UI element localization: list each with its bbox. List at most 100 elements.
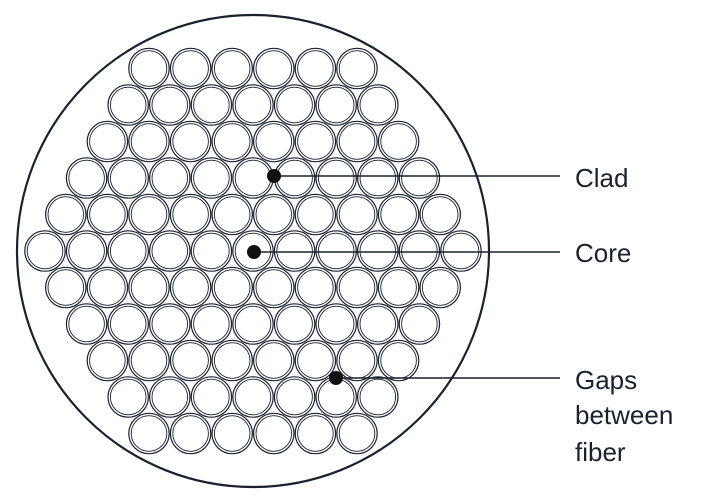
fiber-clad: [128, 339, 170, 382]
fiber-core: [172, 342, 209, 379]
fiber-clad: [398, 230, 441, 272]
fiber: [252, 47, 295, 90]
fiber: [128, 193, 170, 236]
fiber-clad: [65, 303, 108, 345]
fiber-core: [297, 50, 334, 87]
fiber-core: [255, 196, 293, 233]
fiber-clad: [315, 230, 358, 272]
fiber: [398, 157, 441, 199]
fiber-clad: [211, 47, 254, 90]
fiber: [377, 266, 420, 309]
fiber: [107, 376, 150, 418]
fiber-core: [89, 123, 126, 160]
fiber: [65, 303, 108, 345]
fiber-clad: [252, 339, 295, 382]
fiber-core: [276, 305, 313, 343]
fiber: [24, 230, 66, 272]
gaps-label-line-3: fiber: [575, 437, 626, 467]
fiber-clad: [149, 230, 191, 272]
fiber-clad: [356, 157, 399, 199]
fiber-core: [338, 196, 376, 233]
fiber-clad: [128, 412, 170, 455]
fiber-clad: [252, 412, 295, 455]
fiber-core: [109, 86, 147, 124]
fiber-clad: [377, 266, 420, 309]
fiber: [294, 47, 337, 90]
fiber-clad: [273, 230, 316, 272]
fiber-clad: [336, 47, 378, 90]
fiber: [315, 376, 358, 418]
fiber-core: [297, 342, 334, 379]
fiber-clad: [294, 47, 337, 90]
fiber: [252, 339, 295, 382]
fiber: [273, 303, 316, 345]
fiber-clad: [107, 84, 150, 126]
fiber: [377, 339, 420, 382]
fiber-clad: [190, 84, 233, 126]
fiber: [336, 266, 378, 309]
fiber-core: [109, 159, 147, 197]
fiber-core: [317, 86, 355, 124]
fiber-core: [130, 196, 168, 233]
fiber-clad: [315, 84, 358, 126]
fiber: [128, 47, 170, 90]
fiber: [294, 412, 337, 455]
fiber-clad: [169, 339, 212, 382]
fiber-clad: [128, 120, 170, 163]
fiber: [107, 157, 150, 199]
fiber: [45, 266, 87, 309]
fiber-core: [213, 342, 251, 379]
fiber-core: [68, 305, 105, 343]
fiber: [107, 303, 150, 345]
fiber-clad: [169, 193, 212, 236]
fiber-core: [401, 305, 438, 343]
fiber: [273, 376, 316, 418]
fiber-core: [255, 415, 293, 452]
fiber-core: [359, 232, 397, 270]
fiber-clad: [294, 412, 337, 455]
fiber-clad: [294, 266, 337, 309]
fiber-core: [89, 269, 126, 306]
fiber-core: [172, 269, 209, 306]
fiber-core: [151, 86, 189, 124]
fiber-clad: [294, 193, 337, 236]
fiber-core: [338, 123, 376, 160]
fiber-clad: [336, 193, 378, 236]
fiber-clad: [377, 193, 420, 236]
fiber-core: [68, 232, 105, 270]
fiber: [315, 84, 358, 126]
fiber: [377, 120, 420, 163]
fiber-core: [359, 86, 397, 124]
fiber: [336, 412, 378, 455]
fiber: [128, 412, 170, 455]
fiber-clad: [169, 266, 212, 309]
fiber: [86, 339, 129, 382]
fiber-clad: [252, 193, 295, 236]
fiber: [440, 230, 482, 272]
fiber: [232, 157, 274, 199]
fiber: [252, 412, 295, 455]
fiber: [149, 157, 191, 199]
fiber-core: [401, 232, 438, 270]
fiber-clad: [356, 376, 399, 418]
fiber: [232, 376, 274, 418]
fiber-clad: [128, 193, 170, 236]
fiber-clad: [86, 120, 129, 163]
fiber-clad: [419, 193, 462, 236]
fiber-core: [213, 123, 251, 160]
bundle-outline: [15, 13, 491, 489]
fiber: [149, 376, 191, 418]
clad-marker: [267, 169, 281, 183]
fiber: [107, 230, 150, 272]
fiber: [336, 47, 378, 90]
fiber-core: [276, 232, 313, 270]
fiber-core: [401, 159, 438, 197]
fiber-clad: [86, 193, 129, 236]
fiber-clad: [440, 230, 482, 272]
fiber: [128, 120, 170, 163]
fiber-core: [172, 196, 209, 233]
fiber-core: [130, 123, 168, 160]
fiber-clad: [190, 157, 233, 199]
fiber: [419, 193, 462, 236]
